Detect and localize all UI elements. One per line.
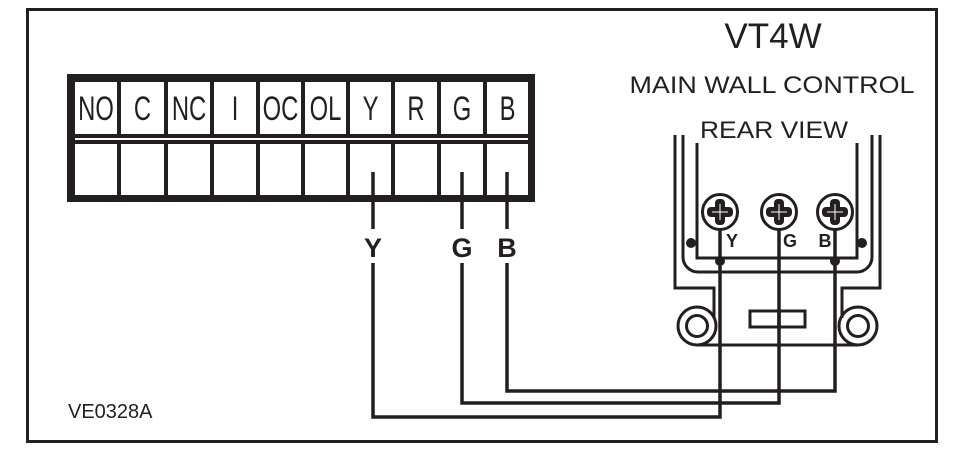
terminal-cell [121,82,164,134]
terminal-label-c: C [134,90,151,128]
wire-label-g: G [451,233,472,263]
terminal-screw-cell [214,144,256,195]
housing-inner [695,143,859,260]
wire-label-b: B [497,233,517,263]
row-separator [75,138,528,140]
junction-dot [715,256,725,266]
terminal-strip: NO C NC I OC OL Y R G B [67,74,535,202]
terminal-cell [168,82,210,134]
screw-b-icon [816,193,854,231]
wire-label-y: Y [364,233,382,263]
terminal-label-nc: NC [172,90,206,128]
housing-outer-left [673,135,716,318]
device-name: MAIN WALL CONTROL [630,72,915,99]
device-terminal-label-y: Y [726,231,738,251]
terminal-cell [260,82,301,134]
terminal-label-b: B [500,90,516,128]
terminal-screw-cell [395,144,437,195]
terminal-label-ol: OL [310,90,342,128]
figure-border [26,8,938,443]
terminal-screw-cell [305,144,346,195]
terminal-screw-cell [168,144,210,195]
housing-outer-right [840,135,882,318]
terminal-cell [395,82,437,134]
terminal-label-y: Y [363,90,379,128]
terminal-cell [441,82,483,134]
terminal-cell [214,82,256,134]
device-terminal-label-b: B [819,231,832,251]
terminal-screw-cell [260,144,301,195]
wires [371,172,837,419]
screw-g-icon [760,193,798,231]
wire-y [371,230,722,419]
junction-dot [686,238,696,248]
junction-dot [830,256,840,266]
housing-middle [681,135,874,274]
mounting-hole-right-icon [837,305,879,347]
device-view-label: REAR VIEW [700,117,848,144]
figure-code: VE0328A [68,401,153,423]
wall-control-outline: Y G B [673,135,882,347]
device-model-title: VT4W [724,17,821,56]
terminal-screw-cell [350,144,391,195]
terminal-cell [305,82,346,134]
terminal-cell [75,82,117,134]
junction-dot [857,238,867,248]
screw-y-icon [701,193,739,231]
terminal-label-i: I [232,90,239,128]
terminal-cell [487,82,528,134]
terminal-cell [350,82,391,134]
terminal-label-no: NO [78,90,114,128]
terminal-label-row [75,82,528,134]
device-terminal-label-g: G [783,231,797,251]
wire-b [505,230,837,393]
terminal-label-oc: OC [263,90,299,128]
terminal-screw-cell [121,144,164,195]
terminal-label-r: R [407,90,424,128]
terminal-screw-cell [75,144,117,195]
mounting-hole-left-icon [676,305,718,347]
terminal-label-g: G [453,90,472,128]
